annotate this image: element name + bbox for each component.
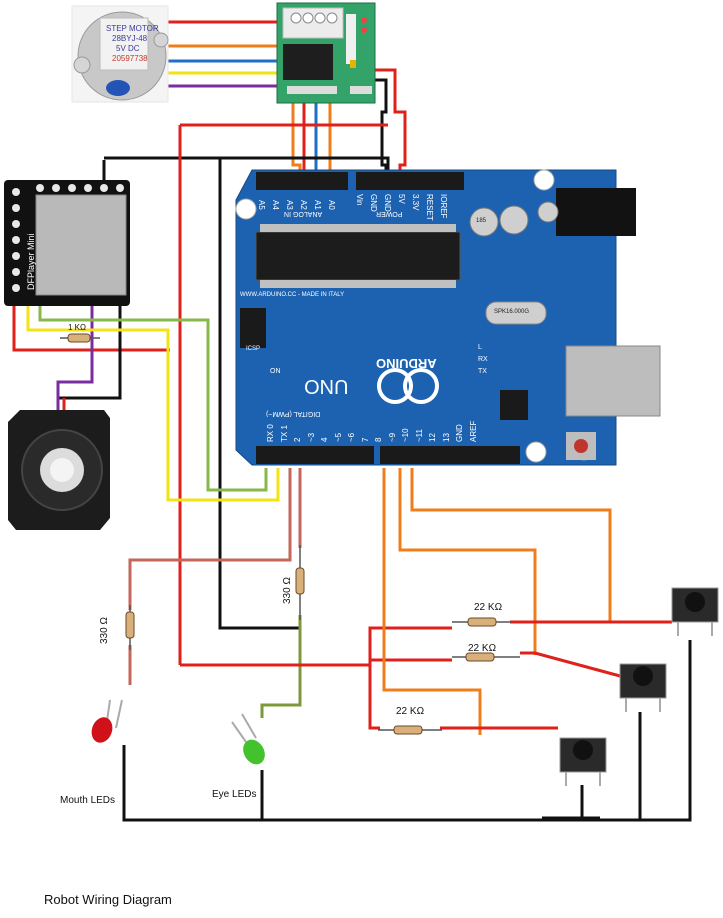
- arduino-digital-header: DIGITAL (PWM~): [266, 410, 321, 417]
- arduino-icsp-label: ICSP: [246, 346, 261, 352]
- diagram-caption: Robot Wiring Diagram: [44, 892, 172, 907]
- wire-df-red: [12, 305, 170, 352]
- pin-label: 5V: [397, 194, 406, 204]
- wire-driver-black-power: [360, 78, 388, 180]
- pin-label: GND: [383, 194, 392, 212]
- pin-label: GND: [455, 424, 464, 442]
- resistor-22k-bottom: [378, 725, 442, 735]
- resistor-330-left-label: 330 Ω: [99, 617, 110, 644]
- wire-red-bottom: [180, 626, 452, 667]
- arduino-analog-header: ANALOG IN: [284, 210, 323, 217]
- pin-label: 7: [360, 437, 370, 442]
- pin-label: RX 0: [266, 424, 275, 442]
- pin-label: RESET: [425, 194, 434, 221]
- motor-driver-board: [276, 2, 376, 104]
- wire-df-yellow: [26, 305, 280, 502]
- wire-driver-orange: [291, 100, 302, 180]
- resistor-22k-top: [452, 617, 512, 627]
- wire-df-green: [38, 305, 268, 492]
- arduino-crystal: SPK16.000G: [494, 309, 530, 315]
- pin-label: ~5: [333, 432, 343, 442]
- pin-label: ~6: [347, 432, 356, 442]
- pin-label: 8: [374, 437, 383, 442]
- wire-eye-green: [260, 615, 302, 718]
- resistor-22k-bottom-label: 22 KΩ: [396, 706, 425, 717]
- resistor-1k-label: 1 KΩ: [68, 323, 86, 332]
- pin-label: TX 1: [279, 425, 289, 442]
- pin-label: Vin: [355, 194, 364, 206]
- pin-label: ~10: [401, 428, 410, 442]
- wire-driver-red-power: [373, 68, 407, 180]
- pin-label: AREF: [468, 420, 478, 442]
- push-button-top: [671, 587, 719, 636]
- wire-22k-mid-button: [520, 651, 621, 678]
- dfplayer-label: DFPlayer Mini: [26, 233, 36, 290]
- arduino-tx-label: TX: [478, 368, 487, 375]
- pin-label: IOREF: [439, 194, 448, 219]
- pin-label: A2: [299, 200, 308, 210]
- stepper-motor: [71, 5, 169, 103]
- resistors: [60, 333, 520, 735]
- wire-red-to-22k-bot: [368, 665, 380, 730]
- mouth-led: [91, 699, 123, 743]
- resistor-22k-mid-label: 22 KΩ: [468, 643, 497, 654]
- arduino-model: UNO: [304, 375, 349, 397]
- wire-df-purple: [56, 305, 94, 410]
- resistor-330-mid: [295, 545, 305, 620]
- pin-label: A4: [271, 200, 280, 210]
- pin-label: 4: [320, 437, 329, 442]
- wire-pin8-orange: [382, 468, 482, 735]
- arduino-cap-label: 185: [476, 218, 487, 224]
- push-button-bottom: [559, 737, 607, 786]
- arduino-l-label: L: [478, 344, 482, 351]
- arduino-rx-label: RX: [478, 356, 488, 363]
- pin-label: ~3: [306, 432, 316, 442]
- pin-label: A1: [313, 200, 322, 210]
- resistor-22k-top-label: 22 KΩ: [474, 602, 503, 613]
- eye-led: [231, 713, 265, 765]
- pin-label: A0: [327, 200, 336, 210]
- pin-label: GND: [369, 194, 378, 212]
- wire-df-black: [58, 305, 122, 400]
- motor-label-line1: STEP MOTOR: [106, 24, 159, 33]
- pin-label: ~9: [387, 432, 397, 442]
- motor-label-line4: 20597738: [112, 54, 148, 63]
- resistor-1k: [60, 333, 100, 343]
- pin-label: ~11: [414, 429, 424, 442]
- pin-label: 2: [293, 437, 302, 442]
- pin-label: 3.3V: [411, 194, 420, 211]
- pin-label: A3: [285, 200, 294, 210]
- wire-pin3-brown: [128, 468, 292, 610]
- arduino-on-label: ON: [270, 368, 281, 375]
- resistor-330-mid-label: 330 Ω: [282, 577, 293, 604]
- dfplayer-mini: [4, 180, 130, 306]
- wire-pin10-orange: [410, 468, 612, 622]
- arduino-board: [235, 169, 661, 466]
- motor-label-line3: 5V DC: [116, 44, 140, 53]
- wire-ground-bus: [122, 640, 692, 822]
- speaker: [8, 410, 110, 530]
- pin-label: 12: [428, 433, 437, 442]
- resistor-330-left: [125, 605, 135, 650]
- wire-pin9-orange: [398, 468, 537, 655]
- eye-leds-label: Eye LEDs: [212, 789, 257, 800]
- pin-label: A5: [257, 200, 266, 210]
- push-button-mid: [619, 663, 667, 712]
- resistor-22k-mid: [452, 652, 520, 662]
- motor-label-line2: 28BYJ-48: [112, 34, 148, 43]
- arduino-brand: ARDUINO: [376, 356, 437, 371]
- arduino-made-in: WWW.ARDUINO.CC - MADE IN ITALY: [240, 292, 345, 298]
- wire-black-vert: [218, 158, 300, 630]
- pin-label: 13: [441, 433, 451, 442]
- mouth-leds-label: Mouth LEDs: [60, 795, 116, 806]
